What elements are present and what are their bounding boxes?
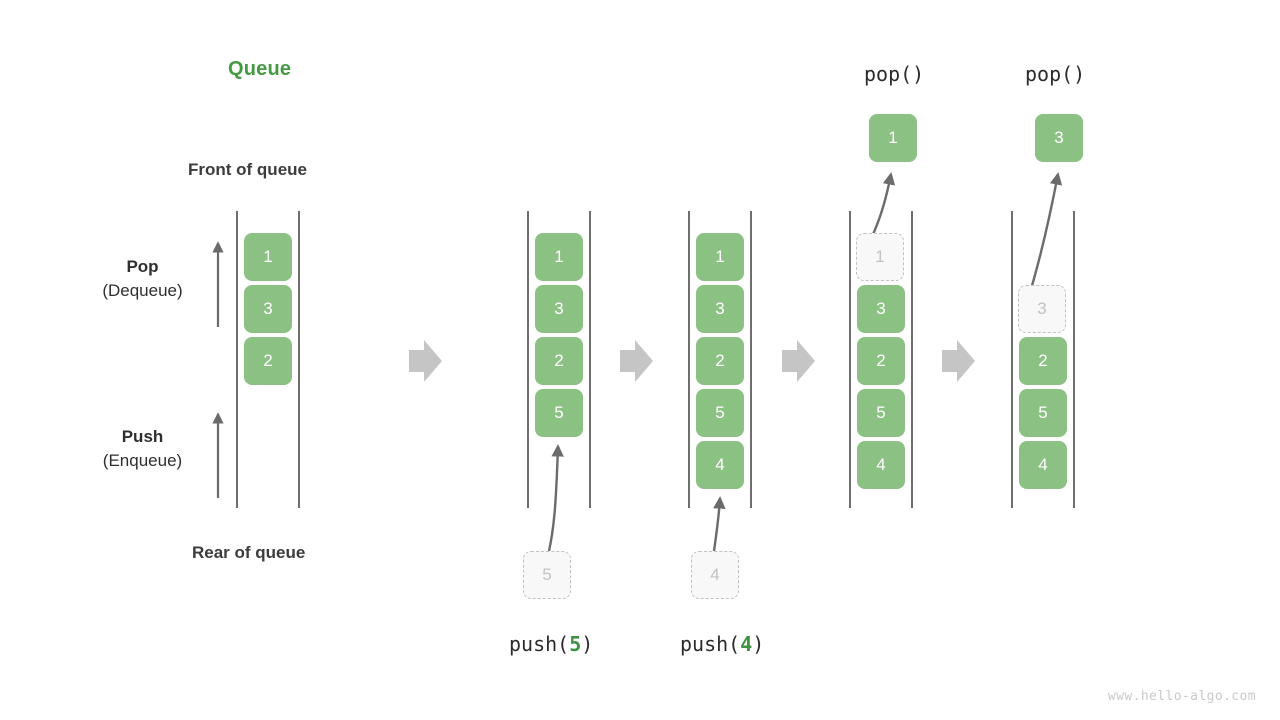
queue-cell: 1 [535, 233, 583, 281]
queue-cell: 2 [535, 337, 583, 385]
push-operation-label: Push (Enqueue) [60, 425, 225, 473]
queue-cell: 5 [535, 389, 583, 437]
rear-of-queue-label: Rear of queue [192, 543, 306, 562]
queue-cell: 3 [244, 285, 292, 333]
queue-popped-cell: 1 [869, 114, 917, 162]
caption-prefix: push( [680, 632, 741, 656]
push-motion-arrow-stage-2 [547, 444, 564, 552]
queue-incoming-ghost-cell: 4 [691, 551, 739, 599]
queue-cell: 5 [857, 389, 905, 437]
push-label-sub: (Enqueue) [102, 451, 183, 470]
caption-suffix: ) [581, 632, 594, 656]
pop-label-sub: (Dequeue) [102, 281, 183, 300]
push-motion-arrow-stage-3 [712, 496, 726, 552]
queue-cell: 5 [696, 389, 744, 437]
push-label-main: Push [121, 427, 164, 446]
caption-suffix: ) [752, 632, 765, 656]
front-of-queue-label: Front of queue [188, 160, 307, 179]
queue-cell: 5 [1019, 389, 1067, 437]
queue-cell: 1 [244, 233, 292, 281]
queue-vacated-ghost-cell: 3 [1018, 285, 1066, 333]
pop-motion-arrow-stage-5 [1027, 172, 1063, 297]
queue-cell: 4 [857, 441, 905, 489]
queue-cell: 1 [696, 233, 744, 281]
queue-vacated-ghost-cell: 1 [856, 233, 904, 281]
queue-cell: 3 [696, 285, 744, 333]
stage-caption-push-4: push(4) [680, 632, 764, 656]
queue-cell: 4 [1019, 441, 1067, 489]
transition-arrow-3 [782, 340, 815, 382]
caption-prefix: push( [509, 632, 570, 656]
transition-arrow-1 [409, 340, 442, 382]
queue-popped-cell: 3 [1035, 114, 1083, 162]
caption-value: 4 [740, 632, 753, 656]
pop-label-main: Pop [126, 257, 159, 276]
queue-cell: 3 [857, 285, 905, 333]
transition-arrow-2 [620, 340, 653, 382]
queue-cell: 2 [857, 337, 905, 385]
queue-cell: 4 [696, 441, 744, 489]
stage-caption-pop-1: pop() [864, 62, 925, 86]
caption-value: 5 [569, 632, 582, 656]
queue-incoming-ghost-cell: 5 [523, 551, 571, 599]
site-watermark: www.hello-algo.com [1107, 689, 1256, 704]
pop-operation-label: Pop (Dequeue) [60, 255, 225, 303]
page-title: Queue [228, 58, 292, 80]
queue-cell: 3 [535, 285, 583, 333]
queue-cell: 2 [696, 337, 744, 385]
stage-caption-pop-3: pop() [1025, 62, 1086, 86]
queue-cell: 2 [244, 337, 292, 385]
queue-cell: 2 [1019, 337, 1067, 385]
stage-caption-push-5: push(5) [509, 632, 593, 656]
transition-arrow-4 [942, 340, 975, 382]
